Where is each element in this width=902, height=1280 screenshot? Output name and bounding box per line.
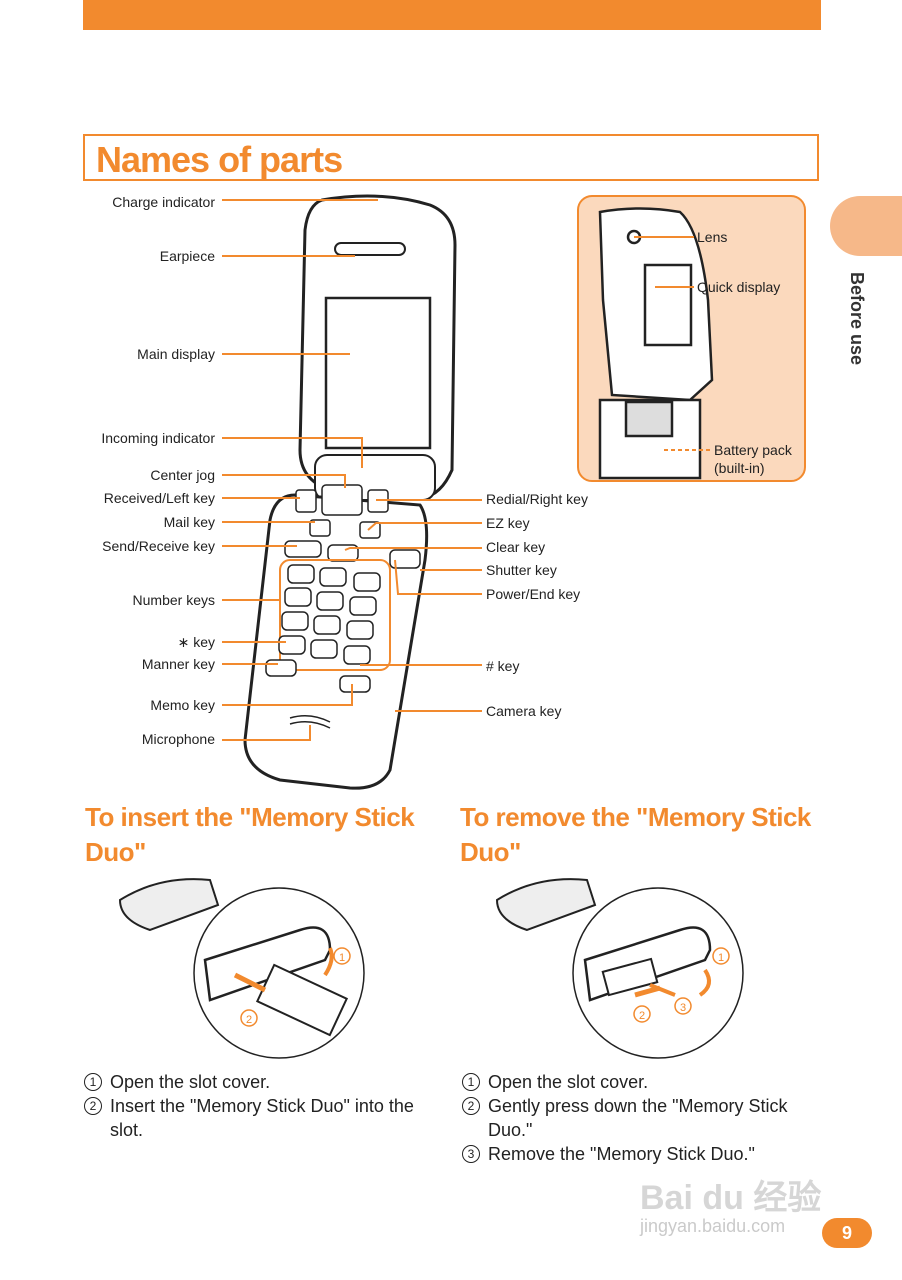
top-accent-bar [83, 0, 821, 30]
label-received-left-key: Received/Left key [103, 490, 215, 506]
remove-heading-line2: Duo" [460, 837, 521, 867]
label-memo-key: Memo key [150, 697, 215, 713]
label-charge-indicator: Charge indicator [112, 194, 215, 210]
inset-phone-back [598, 207, 714, 480]
step-number: 1 [84, 1073, 102, 1091]
svg-text:1: 1 [339, 952, 345, 964]
label-earpiece: Earpiece [159, 248, 215, 264]
remove-heading-line1: To remove the "Memory Stick [460, 802, 811, 832]
step-text: Insert the "Memory Stick Duo" into the s… [110, 1096, 414, 1140]
remove-steps: 1 Open the slot cover. 2 Gently press do… [462, 1070, 802, 1166]
earpiece-grille [334, 242, 406, 256]
label-mail-key: Mail key [163, 514, 215, 530]
label-manner-key: Manner key [141, 656, 215, 672]
label-lens: Lens [697, 229, 728, 245]
label-incoming-indicator: Incoming indicator [101, 430, 215, 446]
step-text: Gently press down the "Memory Stick Duo.… [488, 1096, 788, 1140]
label-star-key: ∗ key [177, 634, 215, 650]
label-number-keys: Number keys [132, 592, 215, 608]
insert-heading: To insert the "Memory Stick Duo" [85, 800, 415, 870]
step-text: Remove the "Memory Stick Duo." [488, 1144, 755, 1164]
remove-heading: To remove the "Memory Stick Duo" [460, 800, 811, 870]
label-quick-display: Quick display [697, 279, 781, 295]
page-number: 9 [822, 1218, 872, 1248]
insert-step: 2 Insert the "Memory Stick Duo" into the… [84, 1094, 424, 1142]
insert-illustration: 1 2 [118, 878, 365, 1059]
side-tab-marker [830, 196, 902, 256]
label-microphone: Microphone [141, 731, 215, 747]
label-redial-right-key: Redial/Right key [486, 491, 588, 507]
label-camera-key: Camera key [486, 703, 562, 719]
main-display-screen [324, 296, 432, 450]
remove-step: 3 Remove the "Memory Stick Duo." [462, 1142, 802, 1166]
label-center-jog: Center jog [150, 467, 215, 483]
step-text: Open the slot cover. [488, 1072, 649, 1092]
label-battery-built-in: (built-in) [714, 460, 765, 476]
step-text: Open the slot cover. [110, 1072, 271, 1092]
remove-illustration: 1 2 3 [495, 878, 744, 1059]
step-number: 2 [462, 1097, 480, 1115]
label-main-display: Main display [137, 346, 215, 362]
label-send-receive-key: Send/Receive key [102, 538, 215, 554]
watermark-url: jingyan.baidu.com [640, 1216, 786, 1236]
label-clear-key: Clear key [486, 539, 546, 555]
remove-step: 2 Gently press down the "Memory Stick Du… [462, 1094, 802, 1142]
label-shutter-key: Shutter key [486, 562, 557, 578]
page-title: Names of parts [96, 139, 343, 180]
label-hash-key: # key [486, 658, 520, 674]
svg-text:2: 2 [246, 1014, 252, 1026]
insert-step: 1 Open the slot cover. [84, 1070, 424, 1094]
insert-heading-line1: To insert the "Memory Stick [85, 802, 415, 832]
label-power-end-key: Power/End key [486, 586, 581, 602]
side-tab-label: Before use [847, 272, 867, 366]
svg-text:2: 2 [639, 1010, 645, 1022]
label-battery-pack: Battery pack [714, 442, 792, 458]
step-number: 1 [462, 1073, 480, 1091]
insert-heading-line2: Duo" [85, 837, 146, 867]
remove-step: 1 Open the slot cover. [462, 1070, 802, 1094]
label-ez-key: EZ key [486, 515, 530, 531]
keypad [265, 484, 421, 729]
step-number: 3 [462, 1145, 480, 1163]
leader-lines [222, 199, 710, 741]
watermark-brand: Bai du 经验 [640, 1179, 822, 1217]
section-title-box: Names of parts [83, 134, 819, 181]
insert-steps: 1 Open the slot cover. 2 Insert the "Mem… [84, 1070, 424, 1142]
step-number: 2 [84, 1097, 102, 1115]
svg-text:1: 1 [718, 952, 724, 964]
svg-text:3: 3 [680, 1002, 686, 1014]
